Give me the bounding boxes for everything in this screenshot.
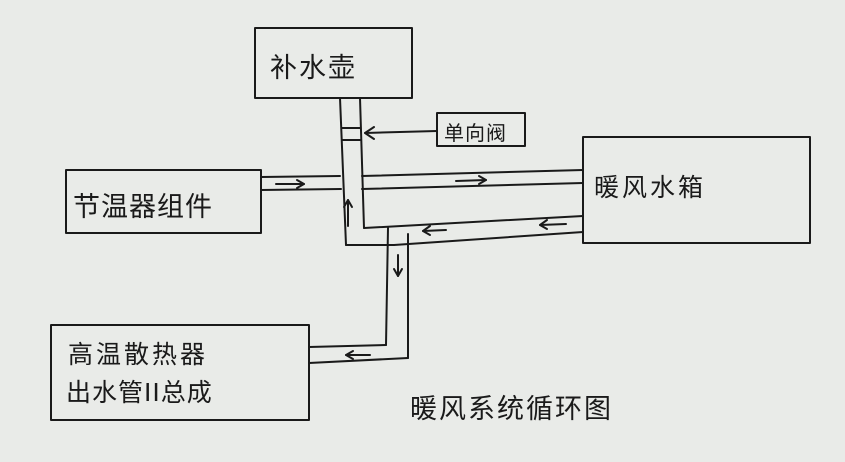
check-valve-callout-box xyxy=(436,112,526,147)
thermostat-box xyxy=(65,169,262,234)
expansion-tank-label: 补水壶 xyxy=(270,53,357,84)
flow-arrow xyxy=(422,225,447,236)
diagram-caption: 暖风系统循环图 xyxy=(410,394,613,425)
radiator-outlet-label-line2: 出水管II总成 xyxy=(66,378,213,407)
tank-vertical-pipe xyxy=(339,97,395,246)
check-valve-label: 单向阀 xyxy=(444,121,507,145)
radiator-outlet-box xyxy=(50,324,310,421)
flow-arrow xyxy=(343,199,353,227)
return-line xyxy=(308,215,584,364)
expansion-tank-box xyxy=(254,27,413,99)
flow-arrow xyxy=(345,350,371,360)
callout-arrow xyxy=(364,126,438,140)
flow-arrow xyxy=(455,175,487,185)
flow-arrow xyxy=(275,179,305,189)
radiator-outlet-label-line1: 高温散热器 xyxy=(68,340,209,369)
supply-line xyxy=(260,169,584,191)
thermostat-label: 节温器组件 xyxy=(73,192,213,223)
flow-arrow xyxy=(393,254,403,277)
flow-arrow xyxy=(539,219,567,230)
heater-core-label: 暖风水箱 xyxy=(594,173,707,202)
heater-core-box xyxy=(582,136,811,244)
